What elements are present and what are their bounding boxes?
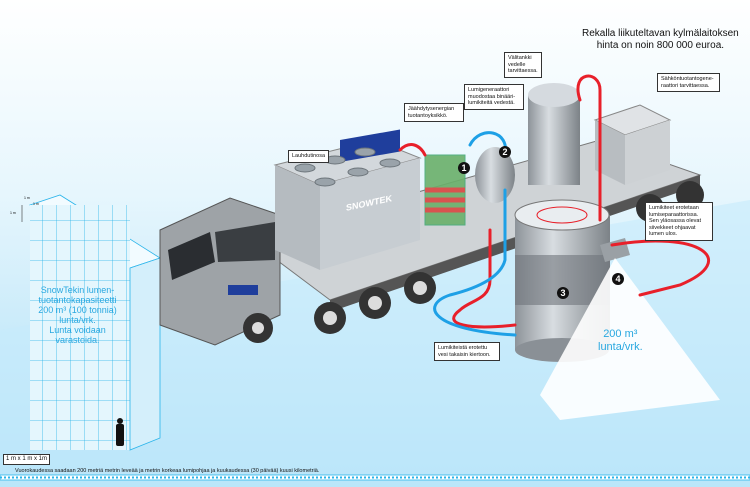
snow-output: 200 m³ lunta/vrk.: [598, 328, 643, 354]
label-snow-generator: Lumigeneraattori muodostaa binääri-lumik…: [464, 84, 524, 110]
step-4-badge: 4: [612, 273, 624, 285]
wall-text-line: varastoida.: [55, 335, 100, 345]
wall-text-line: lunta/vrk.: [59, 315, 96, 325]
label-separator: Lumikiteet erotetaan lumiseparaattorissa…: [645, 202, 713, 241]
label-buffer-tank: Välitankki vedelle tarvittaessa.: [504, 52, 542, 78]
step-2-badge: 2: [499, 146, 511, 158]
snow-wall: [21, 194, 161, 451]
wall-text-line: Lunta voidaan: [49, 325, 106, 335]
person-silhouette: [116, 418, 124, 446]
trailer-wheels: [314, 181, 704, 334]
condenser-unit: [273, 129, 422, 270]
footer-text: Vuorokaudessa saadaan 200 metriä metrin …: [15, 468, 320, 474]
wall-text-line: SnowTekin lumen-: [40, 285, 115, 295]
wall-dim-height: 1 m: [10, 211, 16, 215]
headline-line2: hinta on noin 800 000 euroa.: [596, 40, 725, 51]
wall-dim-depth: 1 m: [33, 202, 39, 206]
label-water-return: Lumikiteistä erotettu vesi takaisin kier…: [434, 342, 500, 361]
snowtek-logo: [340, 129, 400, 163]
step-3-badge: 3: [557, 287, 569, 299]
step-1-badge: 1: [458, 162, 470, 174]
label-cooling-unit: Jäähdytysenergian tuotantoyksikkö.: [404, 103, 464, 122]
cube-label: 1 m x 1 m x 1m: [3, 454, 51, 465]
power-generator-box: [593, 104, 672, 185]
wall-text-line: 200 m³ (100 tonnia): [38, 305, 117, 315]
label-condenser: Lauhdutinosa: [288, 150, 330, 163]
hot-pipe: [398, 74, 711, 329]
snow-output-rate: lunta/vrk.: [598, 341, 643, 353]
label-power-generator: Sähköntuotantogene-raattori tarvittaessa…: [657, 73, 720, 92]
wall-dim-width: 1 m: [24, 196, 30, 200]
truck-cab: [159, 197, 281, 346]
footer-ruler: [0, 474, 750, 481]
snow-spray: [540, 258, 720, 420]
headline: Rekalla liikuteltavan kylmälaitoksen hin…: [582, 28, 739, 52]
buffer-tank: [528, 83, 580, 185]
snow-output-volume: 200 m³: [603, 328, 638, 340]
wall-capacity-text: SnowTekin lumen- tuotantokapasiteetti 20…: [20, 285, 135, 345]
wall-text-line: tuotantokapasiteetti: [38, 295, 117, 305]
headline-line1: Rekalla liikuteltavan kylmälaitoksen: [582, 28, 739, 39]
